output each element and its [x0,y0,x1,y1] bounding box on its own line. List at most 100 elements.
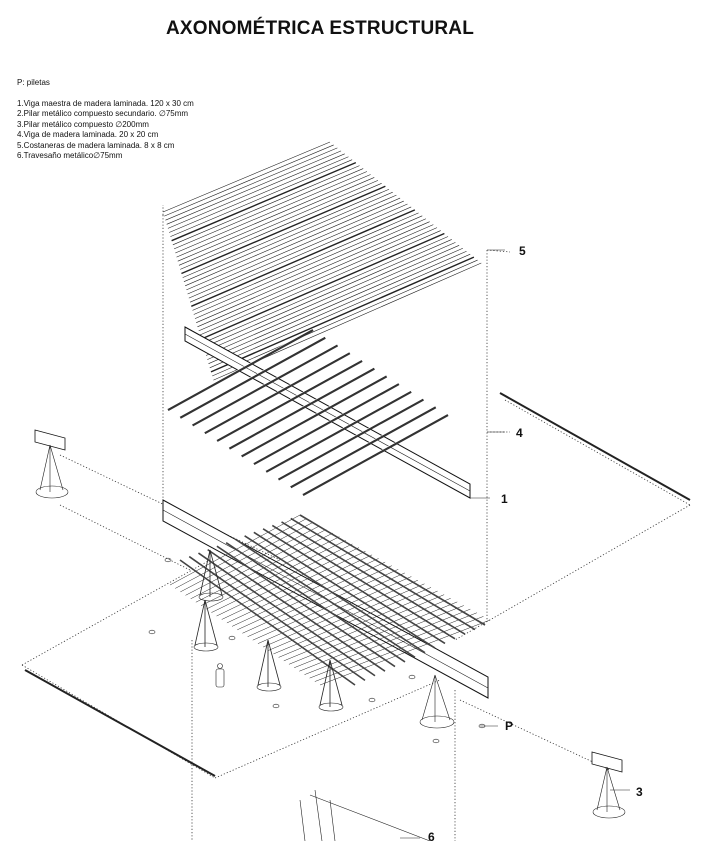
callout-4: 4 [516,426,523,440]
line-segment [198,227,438,332]
callout-6: 6 [428,830,435,844]
callout-3: 3 [636,785,643,799]
line-segment [170,159,353,237]
line-segment [266,390,412,471]
line-segment [204,242,456,352]
lower-grid [169,514,491,686]
pillar-base [193,642,219,652]
line-segment [241,374,387,456]
line-segment [253,382,400,463]
legend: P: piletas 1.Viga maestra de madera lami… [17,78,194,162]
line-segment [205,245,460,356]
line-segment [192,343,338,425]
legend-item-5: 5.Costaneras de madera laminada. 8 x 8 c… [17,140,175,150]
line-segment [169,156,349,233]
line-segment [228,367,375,450]
line-segment [204,599,218,646]
pillar-base [198,592,224,602]
line-segment [171,162,357,242]
line-segment [216,547,360,617]
line-segment [271,524,456,640]
callout-p: P [505,719,514,733]
projection-lines [21,205,691,841]
line-segment [241,375,388,458]
line-segment [277,398,424,481]
line-segment [181,185,386,275]
line-segment [257,639,269,686]
legend-item-3: 3.Pilar metálico compuesto ∅200mm [17,119,149,129]
layer-5-costaneras [162,141,482,381]
line-segment [199,230,441,336]
human-figure-icon [215,663,225,688]
line-segment [167,328,314,409]
line-segment [212,259,478,377]
line-segment [162,141,331,213]
line-segment [178,180,379,266]
line-segment [216,359,363,442]
line-segment [299,514,486,626]
line-segment [290,406,437,489]
line-segment [187,200,404,295]
line-segment [209,253,471,369]
line-segment [221,550,366,620]
line-segment [253,531,436,649]
line-segment [185,194,397,287]
line-segment [234,538,416,658]
line-segment [194,599,206,646]
line-segment [173,168,364,250]
line-segment [267,639,281,686]
line-segment [172,165,360,246]
line-segment [188,203,408,299]
line-segment [202,236,449,344]
line-segment [175,518,307,589]
line-segment [197,224,434,328]
line-segment [329,659,343,706]
line-segment [193,215,423,315]
line-segment [268,583,425,651]
line-segment [198,552,376,677]
side-rods [24,392,691,777]
line-segment [169,514,301,586]
piletas [148,557,486,744]
line-segment [216,545,396,668]
line-segment [175,171,368,254]
line-segment [210,256,475,373]
legend-item-2: 2.Pilar metálico compuesto secundario. ∅… [17,109,189,118]
line-segment [192,344,339,427]
line-segment [207,548,386,672]
line-segment [253,383,400,466]
line-segment [206,540,346,610]
line-segment [179,336,326,419]
line-segment [229,366,375,448]
legend-item-6: 6.Travesaño metálico∅75mm [17,151,123,160]
line-segment [182,188,390,278]
line-segment [290,517,476,631]
line-segment [302,414,449,496]
line-segment [180,183,382,270]
line-segment [278,397,424,479]
line-segment [244,535,426,654]
callout-leaders [400,249,630,839]
line-segment [192,212,419,311]
line-segment [207,247,463,360]
line-segment [216,359,363,440]
legend-p-note: P: piletas [17,78,50,87]
line-segment [263,579,419,648]
line-segment [199,549,211,596]
line-segment [189,206,412,303]
line-segment [211,543,353,613]
line-segment [180,336,326,417]
line-segment [166,150,342,225]
line-segment [262,528,446,645]
line-segment [273,587,432,655]
line-segment [165,147,338,221]
line-segment [208,250,467,364]
legend-item-4: 4.Viga de madera laminada. 20 x 20 cm [17,130,159,139]
line-segment [203,239,452,348]
line-segment [319,659,331,706]
legend-item-1: 1.Viga maestra de madera laminada. 120 x… [17,98,194,108]
line-segment [290,405,436,486]
line-segment [196,221,430,323]
pillar-right [591,751,626,819]
